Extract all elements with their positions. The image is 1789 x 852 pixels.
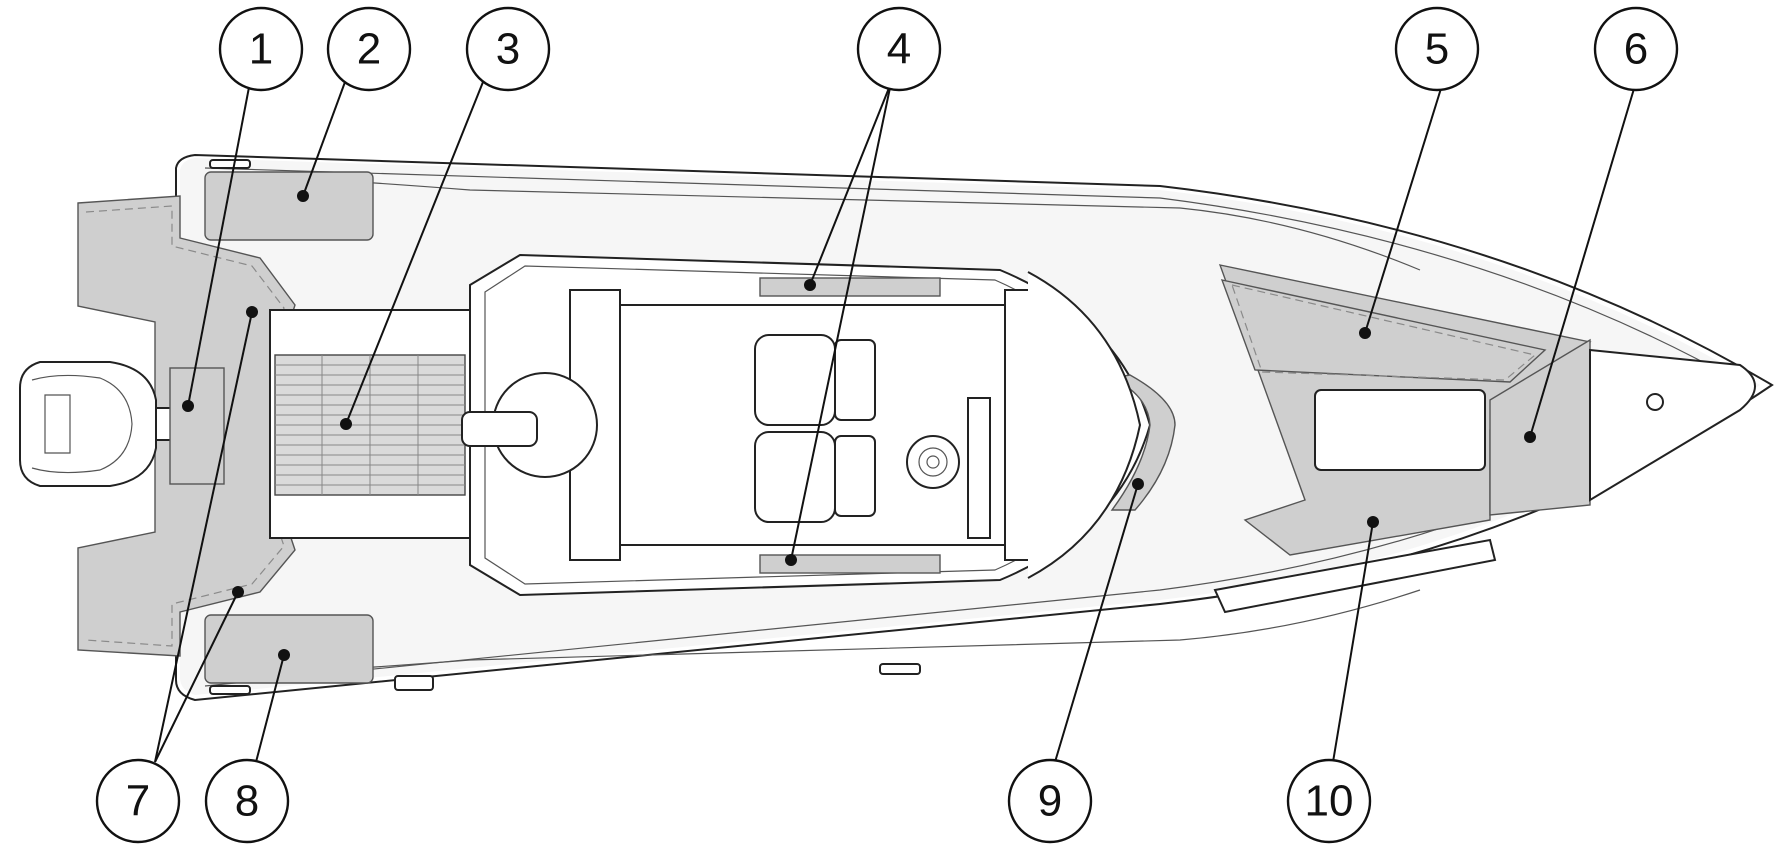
callout-8-label: 8 [235,777,259,826]
stern-cushion [269,309,471,539]
callout-5-label: 5 [1425,25,1449,74]
callout-5: 5 [1394,6,1480,92]
callout-10-label: 10 [1305,777,1354,826]
callout-7-label: 7 [126,777,150,826]
callout-9-label: 9 [1038,777,1062,826]
callout-9: 9 [1007,758,1093,844]
leader-lines [154,81,1637,763]
callout-6-label: 6 [1624,25,1648,74]
callout-3: 3 [465,6,551,92]
seat-icon [754,334,876,523]
bow-seating [1213,264,1756,614]
callout-6: 6 [1593,6,1679,92]
callout-4: 4 [856,6,942,92]
callout-10: 10 [1286,758,1372,844]
steering-wheel-icon [906,435,960,489]
callout-3-label: 3 [496,25,520,74]
callout-7: 7 [95,758,181,844]
callout-4-label: 4 [887,25,911,74]
cleat-icon [209,159,921,695]
callout-1-label: 1 [249,25,273,74]
callout-8: 8 [204,758,290,844]
callout-2-label: 2 [357,25,381,74]
callout-1: 1 [218,6,304,92]
outboard-engine-icon [19,361,225,487]
leader-dots [182,190,1536,661]
callout-2: 2 [326,6,412,92]
console-frame [461,253,1152,597]
stern-side-pads [204,171,374,684]
windscreen [1027,271,1176,579]
